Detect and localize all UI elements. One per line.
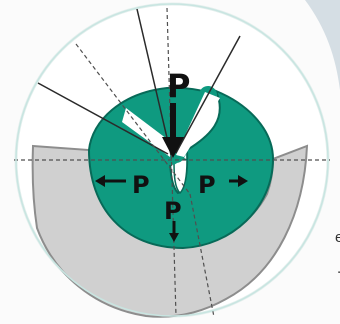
- bottom-force-label: P: [164, 197, 182, 225]
- right-force-label: P: [198, 171, 216, 199]
- margin-text-line-1: e: [335, 230, 340, 245]
- left-force-label: P: [132, 171, 150, 199]
- top-load-label: P: [167, 67, 190, 105]
